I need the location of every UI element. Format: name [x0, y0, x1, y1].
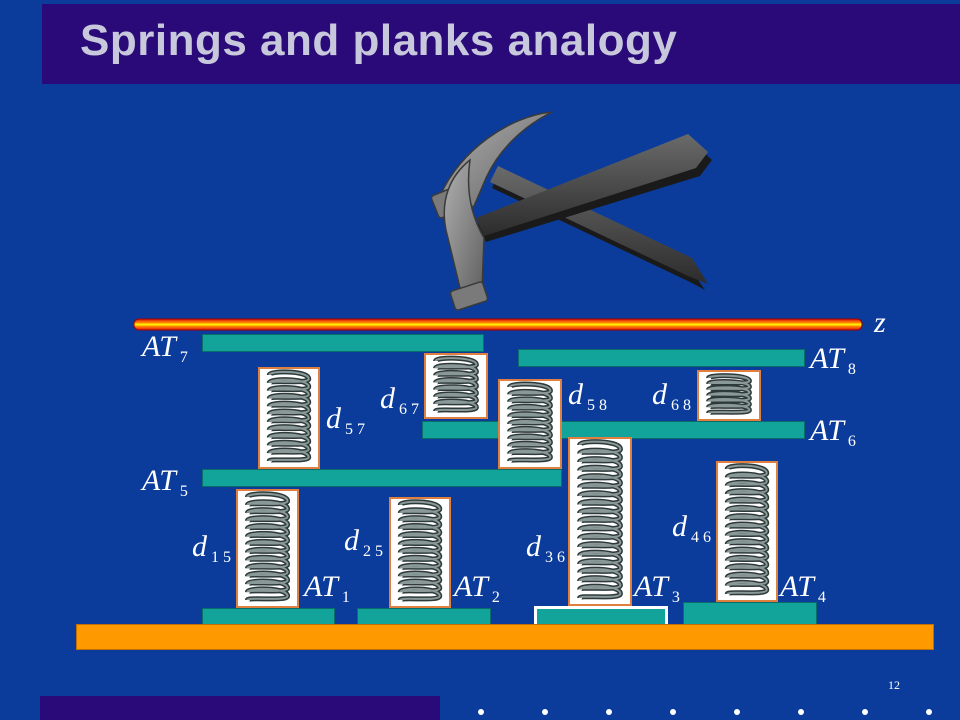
spring-coil-icon [507, 381, 553, 464]
footer-dot [542, 709, 548, 715]
z-label: z [874, 306, 886, 339]
footer-dot [862, 709, 868, 715]
base-bar [76, 624, 934, 650]
footer-dot [798, 709, 804, 715]
plank-at8 [518, 349, 805, 367]
plank-at5 [202, 469, 562, 487]
footer-dot [606, 709, 612, 715]
footer-dot [734, 709, 740, 715]
spring-d58 [498, 379, 562, 469]
spring-d68 [697, 370, 761, 421]
spring-coil-icon [724, 463, 770, 597]
spring-d67 [424, 353, 488, 419]
spring-d46 [716, 461, 778, 602]
slide-title: Springs and planks analogy [80, 16, 678, 65]
title-bar [42, 4, 960, 84]
spring-d36 [568, 437, 632, 606]
footer-bar [40, 696, 440, 720]
footer-dot [478, 709, 484, 715]
spring-d15 [236, 489, 299, 608]
spring-d57 [258, 367, 320, 469]
hammer-icon [430, 111, 712, 311]
spring-coil-icon [577, 439, 623, 601]
footer-dot [926, 709, 932, 715]
spring-coil-icon [266, 369, 312, 464]
spring-coil-icon [433, 355, 479, 414]
page-number: 12 [888, 678, 900, 692]
spring-coil-icon [706, 373, 752, 416]
spring-d25 [389, 497, 451, 608]
plank-at7 [202, 334, 484, 352]
footer-dot [670, 709, 676, 715]
z-bar [134, 318, 863, 331]
spring-coil-icon [244, 491, 291, 603]
spring-coil-icon [397, 499, 443, 603]
